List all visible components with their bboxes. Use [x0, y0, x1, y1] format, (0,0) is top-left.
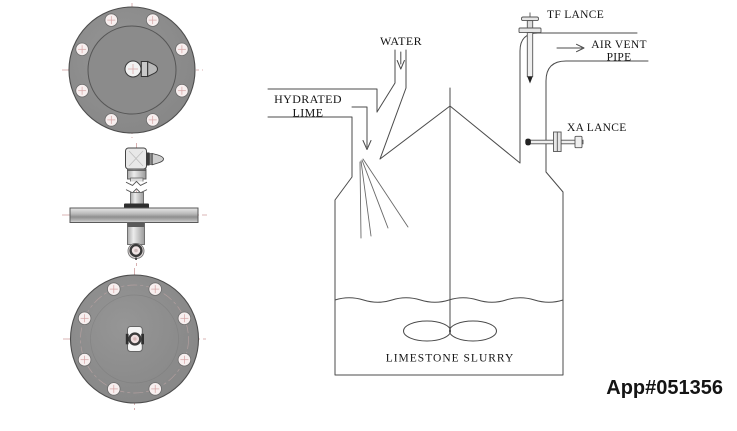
- elbow-connector: [125, 147, 164, 170]
- bolt-hole: [148, 382, 162, 396]
- tank-outline-and-lime-chute: [267, 60, 649, 376]
- xa-lance-label: XA LANCE: [567, 122, 627, 134]
- bolt-hole: [75, 83, 89, 98]
- bolt-hole: [107, 382, 121, 396]
- bolt-hole: [75, 42, 89, 56]
- flange-plate-side: [69, 207, 199, 223]
- water-pipe-right-wall: [379, 49, 407, 160]
- bolt-hole: [104, 13, 119, 27]
- bolt-hole: [148, 282, 162, 296]
- cable-gland-cone: [151, 152, 164, 166]
- sensor-fitting-bottom: [125, 326, 144, 352]
- sensor-fitting-top: [124, 60, 159, 78]
- flange-top-view: [62, 3, 203, 138]
- hydrated-lime-label-line2: LIME: [293, 106, 324, 120]
- lime-chute-top-wall: [267, 88, 378, 113]
- tf-lance-label: TF LANCE: [547, 9, 604, 21]
- lime-flow-arrow: [351, 106, 372, 150]
- bolt-hole: [175, 42, 189, 56]
- hydrated-lime-label-line1: HYDRATED: [274, 92, 342, 106]
- water-pipe-left-wall: [376, 49, 396, 113]
- flange-bottom-view: [63, 268, 206, 410]
- bolt-hole: [145, 13, 160, 27]
- lime-spray-lines: [359, 158, 409, 239]
- bolt-hole: [104, 113, 119, 127]
- bolt-hole: [107, 282, 121, 296]
- impeller-blade-left: [403, 320, 451, 342]
- bolt-hole: [77, 311, 92, 325]
- limestone-slurry-label: LIMESTONE SLURRY: [386, 353, 515, 365]
- air-flow-arrow: [556, 43, 585, 53]
- xa-lance: [525, 131, 584, 152]
- pipe-break-symbol: [124, 180, 150, 194]
- probe-tip: [127, 243, 145, 260]
- flange-side-view: [62, 143, 207, 266]
- tank-diagram: [267, 32, 649, 376]
- bolt-hole: [145, 113, 160, 127]
- app-number: App#051356: [606, 377, 723, 399]
- tank-roof-and-vent-outer-wall: [379, 32, 638, 164]
- air-vent-label-line2: PIPE: [607, 52, 632, 64]
- water-flow-arrow: [396, 51, 405, 70]
- slurry-level-line: [334, 297, 564, 303]
- raised-face-outline: [90, 294, 179, 384]
- bolt-hole: [175, 83, 189, 98]
- sensor-body-upper: [127, 168, 147, 183]
- air-vent-label-line1: AIR VENT: [591, 39, 647, 51]
- bolt-circle-centerline: [80, 284, 189, 394]
- bolt-hole: [177, 353, 192, 367]
- impeller-blade-right: [449, 320, 497, 342]
- water-label: WATER: [380, 34, 422, 48]
- bolt-hole: [177, 311, 192, 325]
- tf-lance: [518, 12, 542, 84]
- bolt-hole: [77, 353, 92, 367]
- probe-body: [127, 222, 145, 245]
